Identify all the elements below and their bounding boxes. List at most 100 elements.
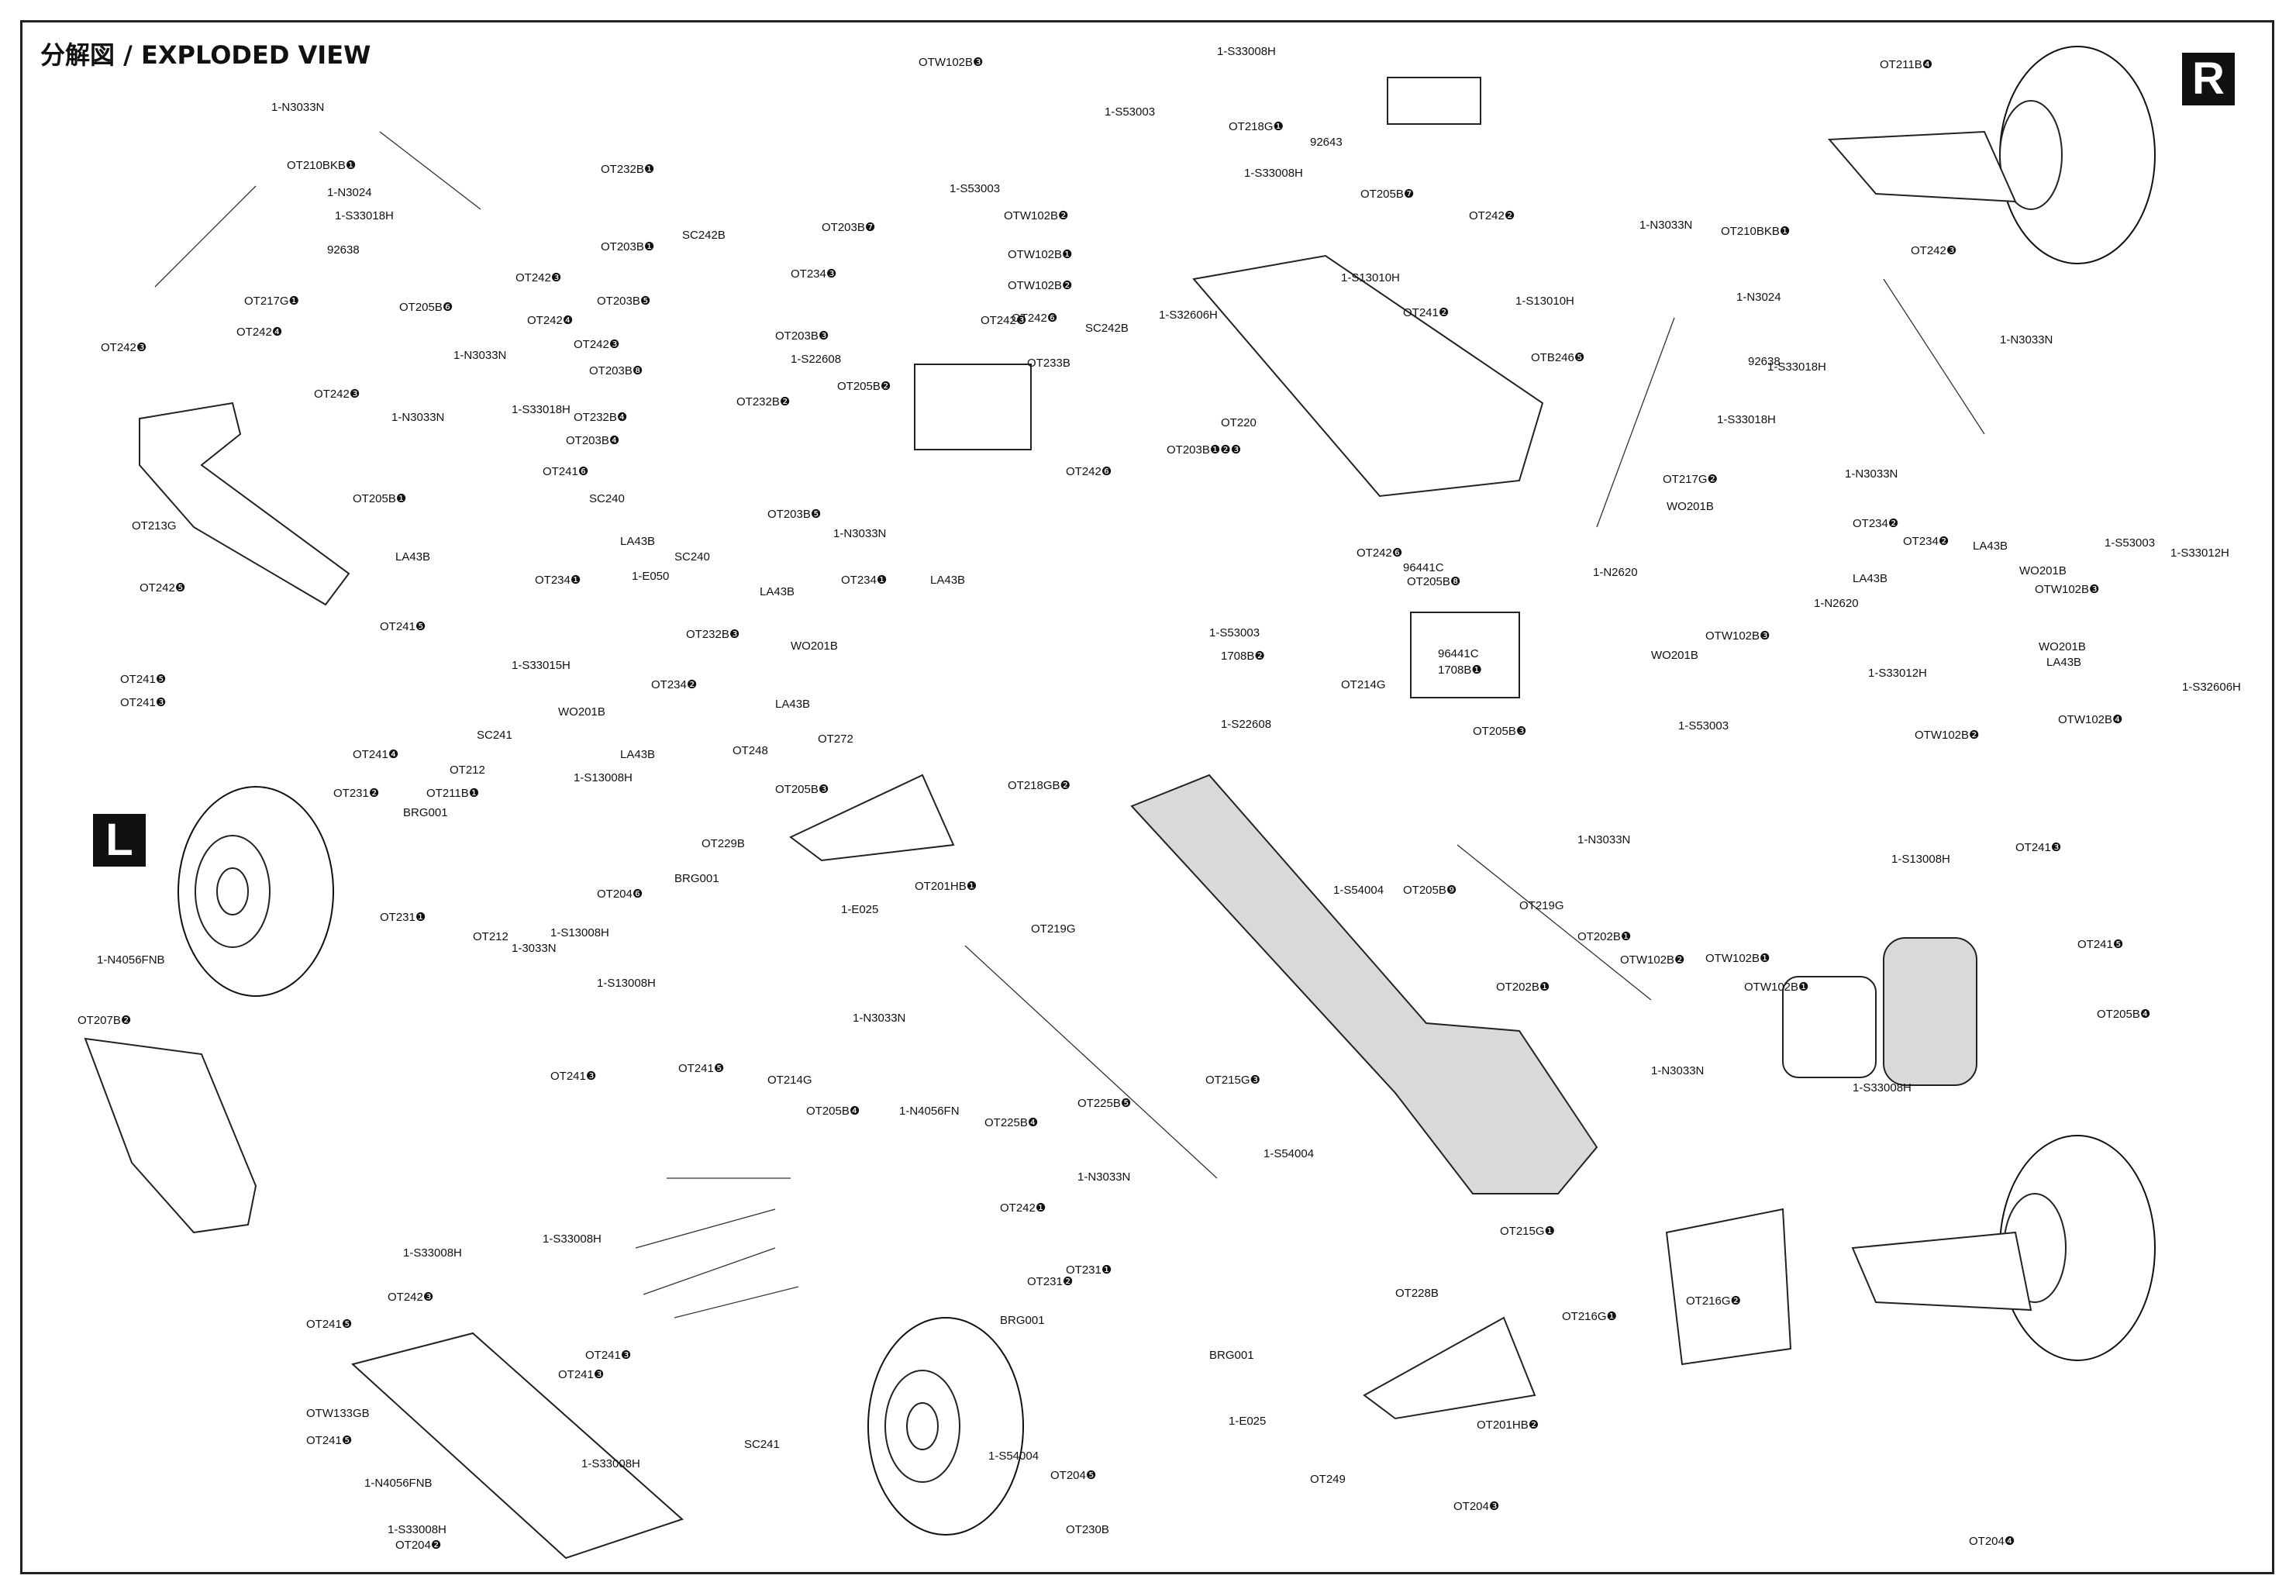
part-label: OTW102B❷ xyxy=(1915,729,1980,742)
part-label: OTW102B❷ xyxy=(1620,953,1685,967)
part-label: 96441C xyxy=(1438,647,1479,660)
part-label: OT241❺ xyxy=(306,1434,353,1447)
part-label: OT241❺ xyxy=(678,1062,725,1075)
part-label: OT203B❽ xyxy=(589,364,643,377)
part-label: 1-S53003 xyxy=(1105,105,1156,119)
part-label: OT205B❾ xyxy=(1403,884,1457,897)
part-label: 1-N3033N xyxy=(1639,219,1693,232)
part-label: LA43B xyxy=(760,585,795,598)
part-label: OT205B❸ xyxy=(1473,725,1527,738)
part-label: 1-S22608 xyxy=(791,353,842,366)
part-label: OTW102B❸ xyxy=(1705,629,1770,643)
part-label: OT203B❹ xyxy=(566,434,620,447)
part-label: OT242❶ xyxy=(1000,1201,1046,1215)
part-label: 1-N3033N xyxy=(453,349,507,362)
part-label: OT234❸ xyxy=(791,267,837,281)
part-label: 1-N3033N xyxy=(833,527,887,540)
part-label: OT201HB❷ xyxy=(1477,1418,1539,1432)
part-label: WO201B xyxy=(2019,564,2067,577)
page-border xyxy=(20,20,2274,1574)
part-label: OT203B❼ xyxy=(822,221,876,234)
part-label: OTW133GB xyxy=(306,1407,370,1420)
part-label: OT204❺ xyxy=(1050,1469,1097,1482)
part-label: 1708B❷ xyxy=(1221,650,1265,663)
part-label: OT216G❷ xyxy=(1686,1294,1741,1308)
part-label: OT242❹ xyxy=(527,314,574,327)
part-label: OT211B❶ xyxy=(426,787,480,800)
part-label: OTW102B❷ xyxy=(1004,209,1069,222)
part-label: OT242❸ xyxy=(388,1291,434,1304)
part-label: OT219G xyxy=(1031,922,1076,936)
part-label: 1-N3033N xyxy=(1651,1064,1705,1077)
part-label: 1-S33008H xyxy=(388,1523,446,1536)
part-label: OT234❶ xyxy=(841,574,888,587)
part-label: WO201B xyxy=(1651,649,1698,662)
part-label: OTW102B❸ xyxy=(919,56,984,69)
part-label: OTW102B❷ xyxy=(1008,279,1073,292)
part-label: OT232B❹ xyxy=(574,411,628,424)
part-label: WO201B xyxy=(2039,640,2086,653)
part-label: BRG001 xyxy=(674,872,719,885)
part-label: 96441C xyxy=(1403,561,1444,574)
part-label: OT205B❸ xyxy=(775,783,829,796)
rear-a-arm-bottom xyxy=(1851,1231,2032,1312)
part-label: OT219G xyxy=(1519,899,1564,912)
part-label: 1-S32606H xyxy=(2182,681,2241,694)
part-label: 1-S54004 xyxy=(1333,884,1384,897)
part-label: 1-S13008H xyxy=(574,771,633,784)
part-label: OT242❸ xyxy=(314,388,360,401)
part-label: OT241❻ xyxy=(543,465,589,478)
part-label: OT272 xyxy=(818,733,853,746)
part-label: WO201B xyxy=(1667,500,1714,513)
part-label: 1-S33008H xyxy=(1244,167,1303,180)
part-label: OTW102B❹ xyxy=(2058,713,2123,726)
part-label: 1-S33012H xyxy=(1868,667,1927,680)
part-label: OT234❷ xyxy=(1903,535,1950,548)
part-label: OT241❸ xyxy=(120,696,167,709)
receiver-box xyxy=(1410,612,1520,698)
part-label: OTB246❺ xyxy=(1531,351,1585,364)
part-label: OT218GB❷ xyxy=(1008,779,1070,792)
steering-servo xyxy=(914,364,1032,450)
part-label: 1-S32606H xyxy=(1159,309,1218,322)
part-label: LA43B xyxy=(775,698,811,711)
part-label: OT203B❶❷❸ xyxy=(1167,443,1242,457)
part-label: OT241❸ xyxy=(2015,841,2062,854)
shock-absorbers xyxy=(154,131,1985,528)
part-label: 1-S33008H xyxy=(403,1246,462,1260)
part-label: OT248 xyxy=(733,744,768,757)
gearbox-cover xyxy=(1665,1208,1792,1366)
part-label: OT216G❶ xyxy=(1562,1310,1617,1323)
part-label: OT242❻ xyxy=(1066,465,1112,478)
part-label: 1708B❶ xyxy=(1438,664,1482,677)
part-label: OT214G xyxy=(767,1074,812,1087)
bottom-chassis-plate xyxy=(350,1332,684,1560)
front-skid-plate xyxy=(84,1037,257,1234)
part-label: LA43B xyxy=(620,535,656,548)
part-label: OT242❸ xyxy=(574,338,620,351)
part-label: OT228B xyxy=(1395,1287,1439,1300)
part-label: LA43B xyxy=(1973,539,2008,553)
part-label: OT241❺ xyxy=(2077,938,2124,951)
center-bottom-wheel xyxy=(867,1317,1024,1536)
part-label: 1-N4056FNB xyxy=(97,953,165,967)
part-label: OT234❷ xyxy=(651,678,698,691)
part-label: OT225B❺ xyxy=(1077,1097,1132,1110)
part-label: 1-S53003 xyxy=(2105,536,2156,550)
part-label: OT203B❺ xyxy=(767,508,822,521)
part-label: LA43B xyxy=(1853,572,1888,585)
part-label: OT232B❷ xyxy=(736,395,791,408)
part-label: OT201HB❶ xyxy=(915,880,977,893)
front-bulkhead-plate xyxy=(139,402,350,606)
part-label: WO201B xyxy=(791,639,838,653)
part-label: 1-S13008H xyxy=(1891,853,1950,866)
part-label: 1-S33018H xyxy=(335,209,394,222)
part-label: 1-E050 xyxy=(632,570,670,583)
right-rear-wheel-bottom xyxy=(1999,1135,2156,1361)
part-label: OT242❺ xyxy=(140,581,186,595)
part-label: 1-S33008H xyxy=(1853,1081,1912,1094)
part-label: OT231❶ xyxy=(1066,1263,1112,1277)
part-label: OT225B❹ xyxy=(984,1116,1039,1129)
